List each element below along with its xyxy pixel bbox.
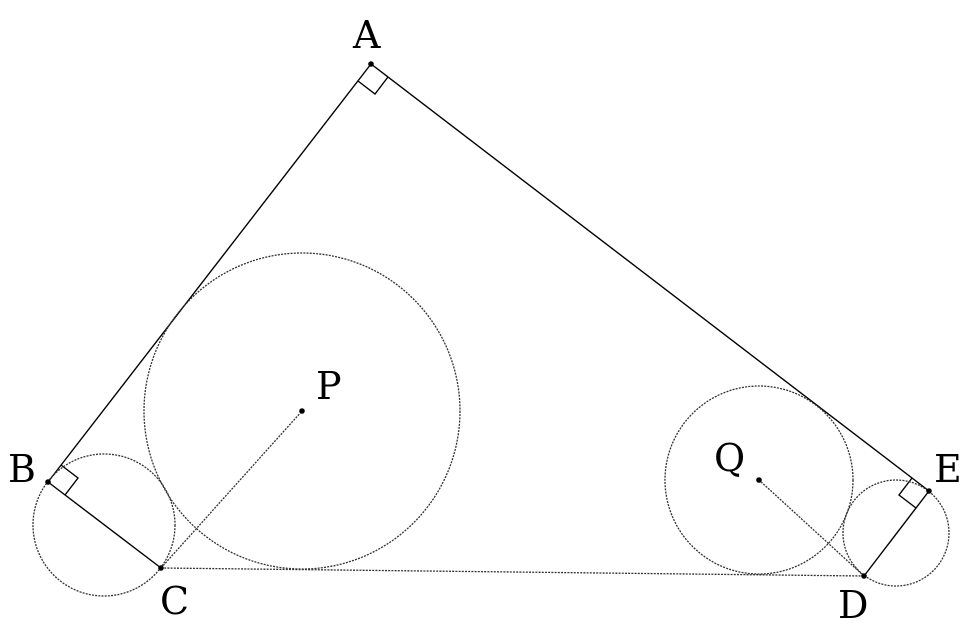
point-p: [299, 408, 305, 414]
label-q: Q: [714, 436, 745, 480]
label-a: A: [352, 13, 381, 57]
circle-q: [664, 385, 854, 575]
circle-e-small: [842, 479, 950, 587]
segment-ab: [47, 63, 372, 483]
label-b: B: [8, 447, 36, 491]
point-e: [926, 488, 932, 494]
point-a: [368, 61, 374, 67]
segment-cp: [160, 410, 303, 569]
segment-dq: [758, 479, 865, 577]
segment-ae: [370, 63, 930, 492]
label-p: P: [316, 364, 342, 408]
segment-cd: [160, 567, 865, 577]
segment-bc: [47, 481, 162, 569]
label-c: C: [160, 579, 189, 623]
label-d: D: [838, 583, 868, 627]
circle-p: [143, 252, 461, 570]
point-c: [158, 565, 164, 571]
right-angle-marker-b: [60, 464, 79, 496]
point-b: [45, 479, 51, 485]
right-angle-marker-a: [357, 76, 389, 95]
point-q: [756, 477, 762, 483]
label-e: E: [934, 447, 962, 491]
point-d: [861, 573, 867, 579]
circle-b-small: [32, 453, 176, 597]
segment-ed: [863, 490, 930, 577]
right-angle-marker-e: [898, 477, 917, 509]
